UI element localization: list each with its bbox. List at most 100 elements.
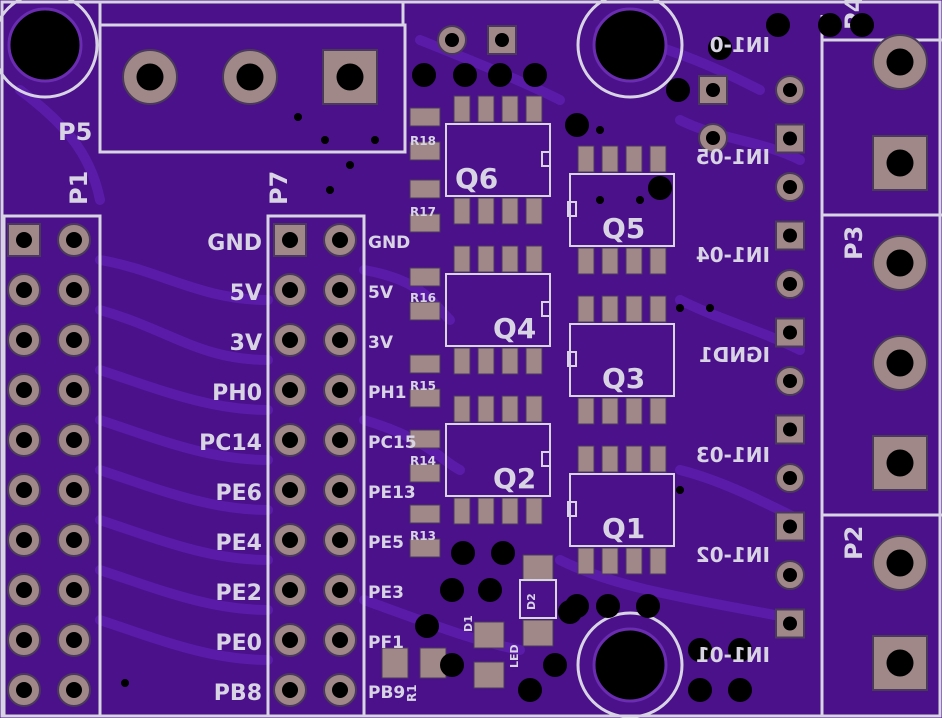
copper-trace — [359, 265, 455, 325]
smd-pad — [409, 463, 441, 483]
drill-hole — [16, 632, 32, 648]
drill-hole — [332, 482, 348, 498]
drill-hole — [16, 232, 32, 248]
connector-p1-label: P1 — [65, 171, 93, 205]
resistor-label-r1: R1 — [405, 684, 419, 702]
via — [596, 594, 620, 618]
drill-hole — [282, 232, 298, 248]
p1-pin-label: PC14 — [199, 431, 262, 456]
p1-pin-label: 3V — [230, 331, 262, 356]
via — [728, 638, 752, 662]
p7-pin-label: GND — [368, 233, 410, 253]
via — [478, 578, 502, 602]
drill-hole — [282, 482, 298, 498]
copper-trace — [95, 415, 273, 465]
mounting-hole-ring — [0, 0, 99, 99]
drill-hole — [332, 332, 348, 348]
smd-pad — [453, 197, 471, 225]
via — [648, 176, 672, 200]
connector-p1: P1 — [2, 171, 102, 718]
via — [676, 486, 684, 494]
drill-hole — [16, 582, 32, 598]
drill-hole — [16, 332, 32, 348]
via — [596, 196, 604, 204]
drill-hole — [282, 532, 298, 548]
input-label: IN1-0 — [710, 33, 770, 57]
smd-pad — [601, 397, 619, 425]
p7-pin-label: PE13 — [368, 483, 416, 503]
p7-pin-label: PC15 — [368, 433, 417, 453]
diode-outline — [519, 579, 557, 619]
input-label: IN1-03 — [696, 443, 770, 467]
smd-pad — [473, 621, 505, 649]
smd-pad — [409, 538, 441, 558]
copper-trace — [95, 565, 273, 615]
drill-hole — [886, 249, 914, 277]
copper-trace — [675, 115, 805, 165]
drill-hole — [332, 282, 348, 298]
via — [565, 113, 589, 137]
pin1-marker — [567, 351, 577, 367]
mounting-hole-ring — [576, 611, 684, 718]
pads — [7, 25, 928, 707]
smd-pad — [649, 397, 667, 425]
smd-pad — [525, 95, 543, 123]
smd-pad — [409, 301, 441, 321]
smd-pad — [625, 295, 643, 323]
mounting-hole — [592, 627, 668, 703]
smd-pad — [601, 247, 619, 275]
smd-pad — [577, 445, 595, 473]
drill-hole — [783, 228, 797, 243]
connector-p7: P7 — [265, 171, 366, 718]
smd-pad — [409, 388, 441, 408]
smd-pad — [477, 197, 495, 225]
p7-pin-label: 5V — [368, 283, 394, 303]
drill-hole — [66, 332, 82, 348]
drill-hole — [783, 422, 797, 437]
transistor-label-q3: Q3 — [602, 362, 645, 395]
via — [688, 678, 712, 702]
smd-pad — [501, 95, 519, 123]
smd-pad — [625, 397, 643, 425]
drill-hole — [783, 519, 797, 534]
transistor-q4 — [445, 245, 551, 375]
smd-pad — [409, 504, 441, 524]
p7-pin-label: PH1 — [368, 383, 407, 403]
via — [636, 196, 644, 204]
via — [676, 304, 684, 312]
transistor-label-q2: Q2 — [493, 462, 536, 495]
drill-hole — [282, 382, 298, 398]
drill-hole — [16, 382, 32, 398]
drill-hole — [332, 382, 348, 398]
drill-hole — [282, 582, 298, 598]
drill-hole — [332, 232, 348, 248]
smd-pad — [625, 145, 643, 173]
copper-trace — [95, 305, 273, 365]
transistor-label-q5: Q5 — [602, 212, 645, 245]
mounting-hole — [7, 7, 83, 83]
smd-pad — [477, 395, 495, 423]
via — [708, 36, 732, 60]
copper-trace — [95, 465, 273, 515]
via — [294, 113, 302, 121]
smd-pad — [409, 429, 441, 449]
smd-pad — [525, 197, 543, 225]
smd-pad — [453, 497, 471, 525]
drill-hole — [886, 149, 914, 177]
drill-hole — [282, 682, 298, 698]
transistor-q3 — [567, 295, 675, 425]
drill-hole — [66, 632, 82, 648]
drill-hole — [332, 632, 348, 648]
smd-pad — [473, 661, 505, 689]
via — [543, 653, 567, 677]
copper-trace — [15, 85, 105, 205]
drill-hole — [783, 277, 797, 291]
drill-hole — [886, 349, 914, 377]
input-label: IN1-04 — [696, 243, 770, 267]
led-label: LED — [508, 644, 521, 668]
connector-p5-label: P5 — [58, 118, 92, 146]
smd-pad — [409, 141, 441, 161]
pin1-marker — [567, 501, 577, 517]
